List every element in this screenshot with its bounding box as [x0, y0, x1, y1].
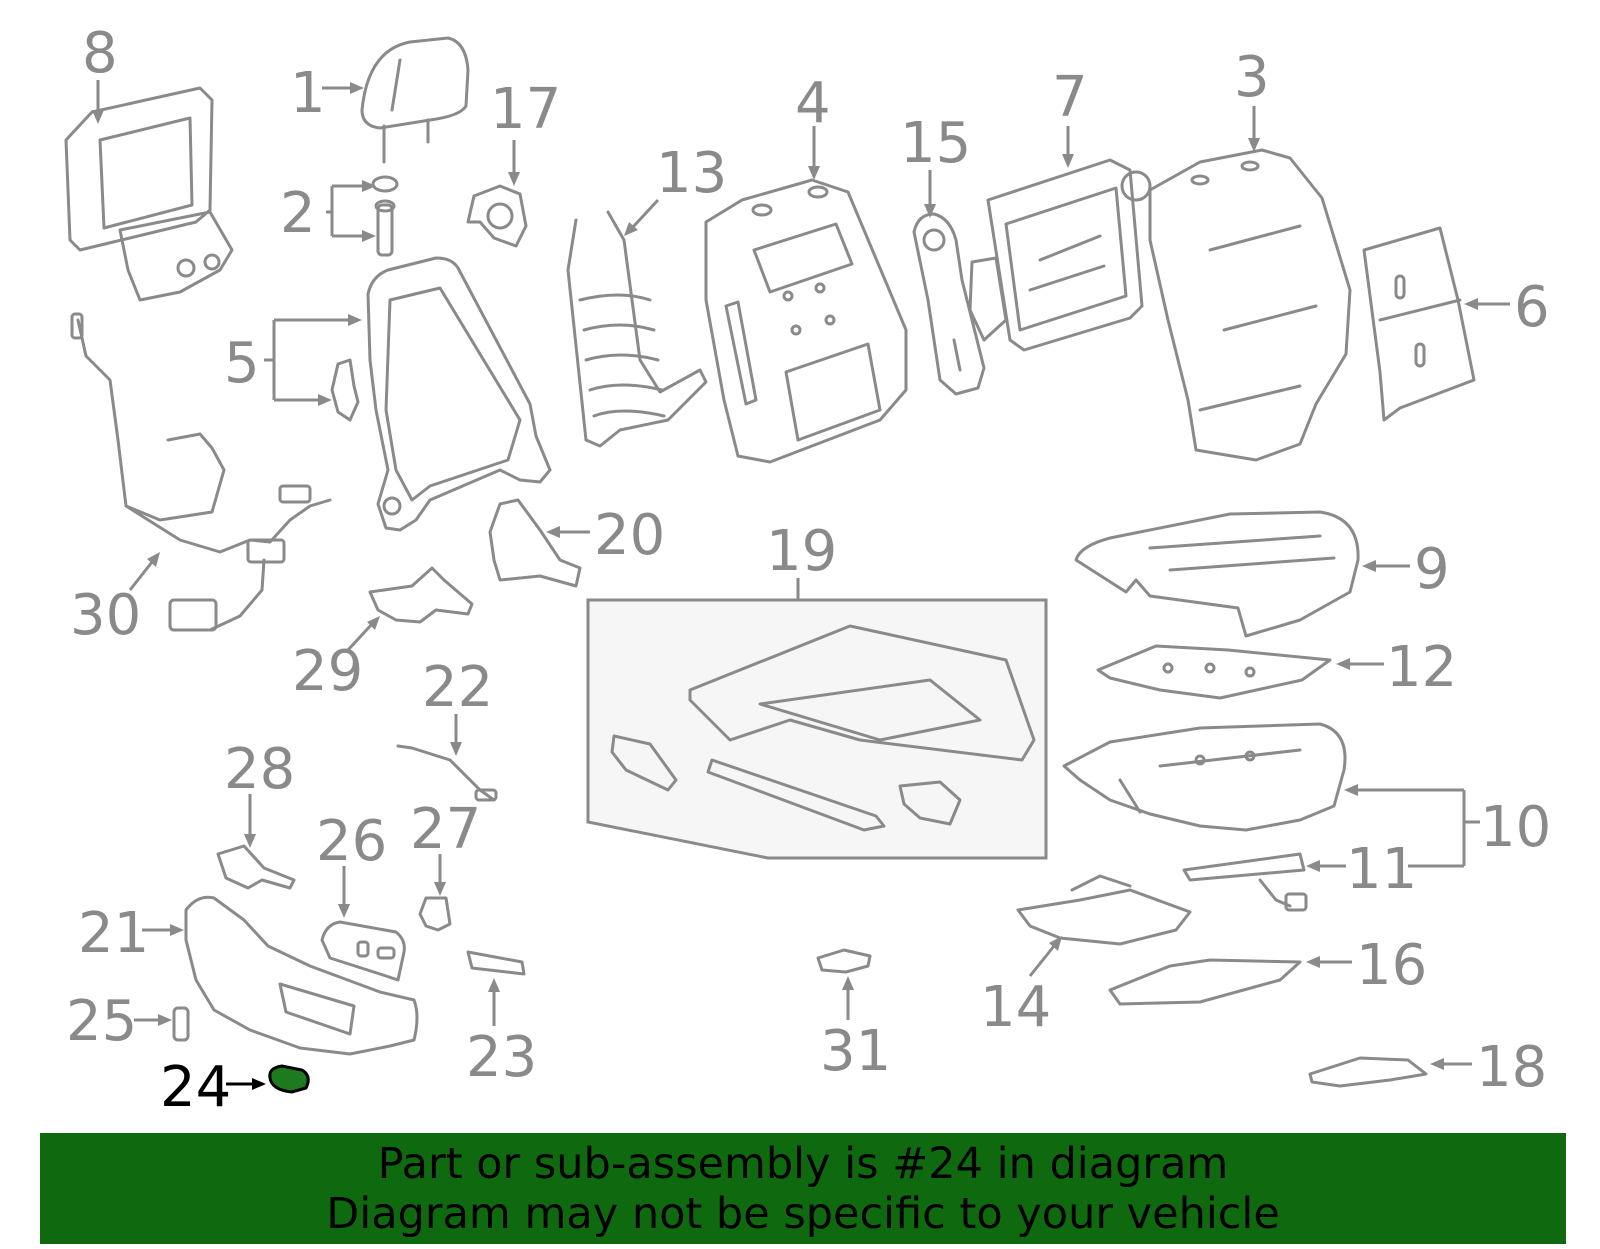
part-30-wiring-harness [70, 312, 332, 632]
part-2-headrest-guides [371, 175, 399, 257]
callout-8[interactable]: 8 [82, 21, 118, 86]
callout-30[interactable]: 30 [70, 583, 141, 648]
part-16-panel [1108, 958, 1302, 1006]
banner-line-1: Part or sub-assembly is #24 in diagram [377, 1138, 1229, 1189]
part-3-seatback-cover [1148, 148, 1352, 462]
callout-20[interactable]: 20 [594, 503, 665, 568]
callout-17[interactable]: 17 [490, 77, 561, 142]
callout-27[interactable]: 27 [410, 797, 481, 862]
callout-18[interactable]: 18 [1476, 1035, 1547, 1100]
part-24-highlighted-cap[interactable] [268, 1064, 310, 1094]
callout-7[interactable]: 7 [1052, 65, 1088, 130]
callout-29[interactable]: 29 [292, 639, 363, 704]
part-28-bracket [216, 844, 296, 890]
part-15-side-bracket [912, 212, 986, 396]
part-10-cushion-pad [1062, 722, 1347, 832]
part-23-switch [466, 950, 526, 976]
info-banner: Part or sub-assembly is #24 in diagram D… [40, 1133, 1566, 1244]
callout-10[interactable]: 10 [1480, 795, 1551, 860]
part-25-clip [172, 1006, 190, 1042]
part-31-clip [816, 948, 872, 974]
part-19-seat-adjuster-box [586, 598, 1048, 860]
callout-22[interactable]: 22 [422, 655, 493, 720]
callout-6[interactable]: 6 [1514, 275, 1550, 340]
part-22-cable [396, 744, 498, 802]
callout-11[interactable]: 11 [1346, 837, 1417, 902]
callout-23[interactable]: 23 [466, 1025, 537, 1090]
part-27-knob [418, 896, 452, 932]
callout-19[interactable]: 19 [766, 519, 837, 584]
part-14-frame [1016, 874, 1192, 946]
part-12-heater-pad [1096, 644, 1332, 700]
banner-line-2: Diagram may not be specific to your vehi… [326, 1188, 1280, 1239]
callout-28[interactable]: 28 [224, 737, 295, 802]
callout-14[interactable]: 14 [980, 975, 1051, 1040]
part-1-headrest [360, 36, 470, 164]
part-29-bracket [368, 566, 474, 624]
part-5-seatback-frame [330, 256, 552, 532]
part-20-bracket [488, 498, 582, 588]
callout-labels: 1 2 3 4 5 6 7 8 9 10 11 12 13 14 15 16 1… [66, 21, 1551, 1120]
callout-26[interactable]: 26 [316, 809, 387, 874]
part-21-side-shield [184, 895, 419, 1056]
callout-24[interactable]: 24 [160, 1055, 231, 1120]
part-4-seatback-pad [704, 178, 908, 464]
part-18-bracket [1308, 1056, 1428, 1088]
part-13-lumbar-support [566, 210, 708, 448]
part-8-seatback-panel [64, 86, 234, 302]
callout-15[interactable]: 15 [900, 111, 971, 176]
callout-2[interactable]: 2 [280, 181, 316, 246]
part-7-airbag-module [968, 158, 1152, 352]
callout-16[interactable]: 16 [1356, 933, 1427, 998]
callout-21[interactable]: 21 [78, 901, 149, 966]
callout-3[interactable]: 3 [1234, 45, 1270, 110]
callout-13[interactable]: 13 [656, 141, 727, 206]
callout-leaders [92, 80, 1510, 1090]
callout-9[interactable]: 9 [1414, 537, 1450, 602]
callout-31[interactable]: 31 [820, 1019, 891, 1084]
part-26-switch-bezel [320, 920, 406, 982]
callout-5[interactable]: 5 [224, 331, 260, 396]
part-11-module [1182, 852, 1308, 912]
callout-1[interactable]: 1 [290, 61, 326, 126]
part-9-cushion-cover [1074, 510, 1360, 638]
callout-4[interactable]: 4 [795, 71, 831, 136]
callout-12[interactable]: 12 [1386, 635, 1457, 700]
part-17-bracket [466, 184, 528, 248]
part-6-back-panel [1362, 226, 1476, 422]
callout-25[interactable]: 25 [66, 989, 137, 1054]
